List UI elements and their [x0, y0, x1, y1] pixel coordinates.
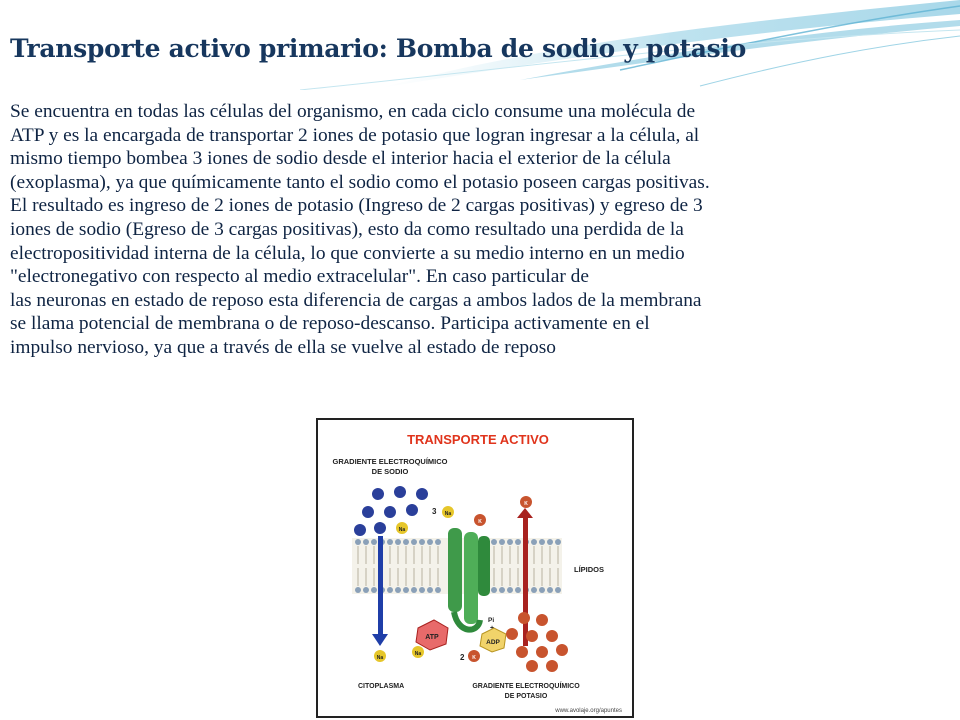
body-line: se llama potencial de membrana o de repo… — [10, 313, 650, 335]
body-line: El resultado es ingreso de 2 iones de po… — [10, 195, 703, 217]
adp-molecule — [479, 627, 507, 653]
na-symbol-label: Na — [377, 655, 384, 661]
slide-title: Transporte activo primario: Bomba de sod… — [10, 34, 746, 63]
figure-credit: www.avolaje.org/apuntes — [554, 708, 622, 714]
k-symbol-label: K — [478, 519, 482, 525]
cytoplasm-label: CITOPLASMA — [358, 683, 404, 690]
header-swoosh-decoration — [299, 0, 960, 90]
atp-molecule — [415, 619, 449, 651]
sodium-ion — [412, 646, 424, 658]
sodium-exit-arrow — [372, 536, 388, 646]
potassium-ions-inside — [506, 612, 568, 672]
potassium-count-label: 2 — [460, 653, 465, 662]
sodium-potassium-pump-figure: TRANSPORTE ACTIVO GRADIENTE ELECTROQUÍMI… — [316, 418, 634, 718]
body-line: iones de sodio (Egreso de 3 cargas posit… — [10, 218, 684, 240]
pi-label: Pi — [488, 617, 494, 624]
body-line: electropositividad interna de la célula,… — [10, 242, 685, 264]
figure-title: TRANSPORTE ACTIVO — [407, 432, 549, 447]
na-symbol-label: Na — [415, 651, 422, 657]
potassium-gradient-label-2: DE POTASIO — [505, 693, 548, 700]
potassium-ion — [520, 496, 532, 508]
adp-label: ADP — [486, 639, 500, 646]
sodium-gradient-label: GRADIENTE ELECTROQUÍMICO — [332, 457, 447, 466]
sodium-count-label: 3 — [432, 507, 437, 516]
potassium-ion — [474, 514, 486, 526]
body-paragraph: Se encuentra en todas las células del or… — [10, 100, 950, 360]
body-line: mismo tiempo bombea 3 iones de sodio des… — [10, 148, 671, 170]
sodium-ion — [442, 506, 454, 518]
body-line: las neuronas en estado de reposo esta di… — [10, 289, 702, 311]
potassium-gradient-label: GRADIENTE ELECTROQUÍMICO — [472, 681, 580, 690]
body-line: (exoplasma), ya que químicamente tanto e… — [10, 171, 710, 193]
sodium-potassium-pump-protein — [448, 528, 490, 633]
k-symbol-label: K — [524, 501, 528, 507]
na-symbol-label: Na — [445, 511, 452, 517]
k-symbol-label: K — [472, 655, 476, 661]
body-line: impulso nervioso, ya que a través de ell… — [10, 336, 556, 358]
potassium-entry-arrow — [517, 508, 533, 646]
atp-label: ATP — [425, 634, 439, 641]
body-line: "electronegativo con respecto al medio e… — [10, 266, 589, 288]
sodium-ion — [374, 650, 386, 662]
sodium-gradient-label-2: DE SODIO — [372, 467, 409, 476]
potassium-ion — [468, 650, 480, 662]
lipids-label: LÍPIDOS — [574, 565, 604, 574]
body-line: Se encuentra en todas las células del or… — [10, 101, 696, 122]
sodium-ions-outside — [354, 486, 428, 536]
na-symbol-label: Na — [399, 527, 406, 533]
body-line: ATP y es la encargada de transportar 2 i… — [10, 124, 700, 146]
